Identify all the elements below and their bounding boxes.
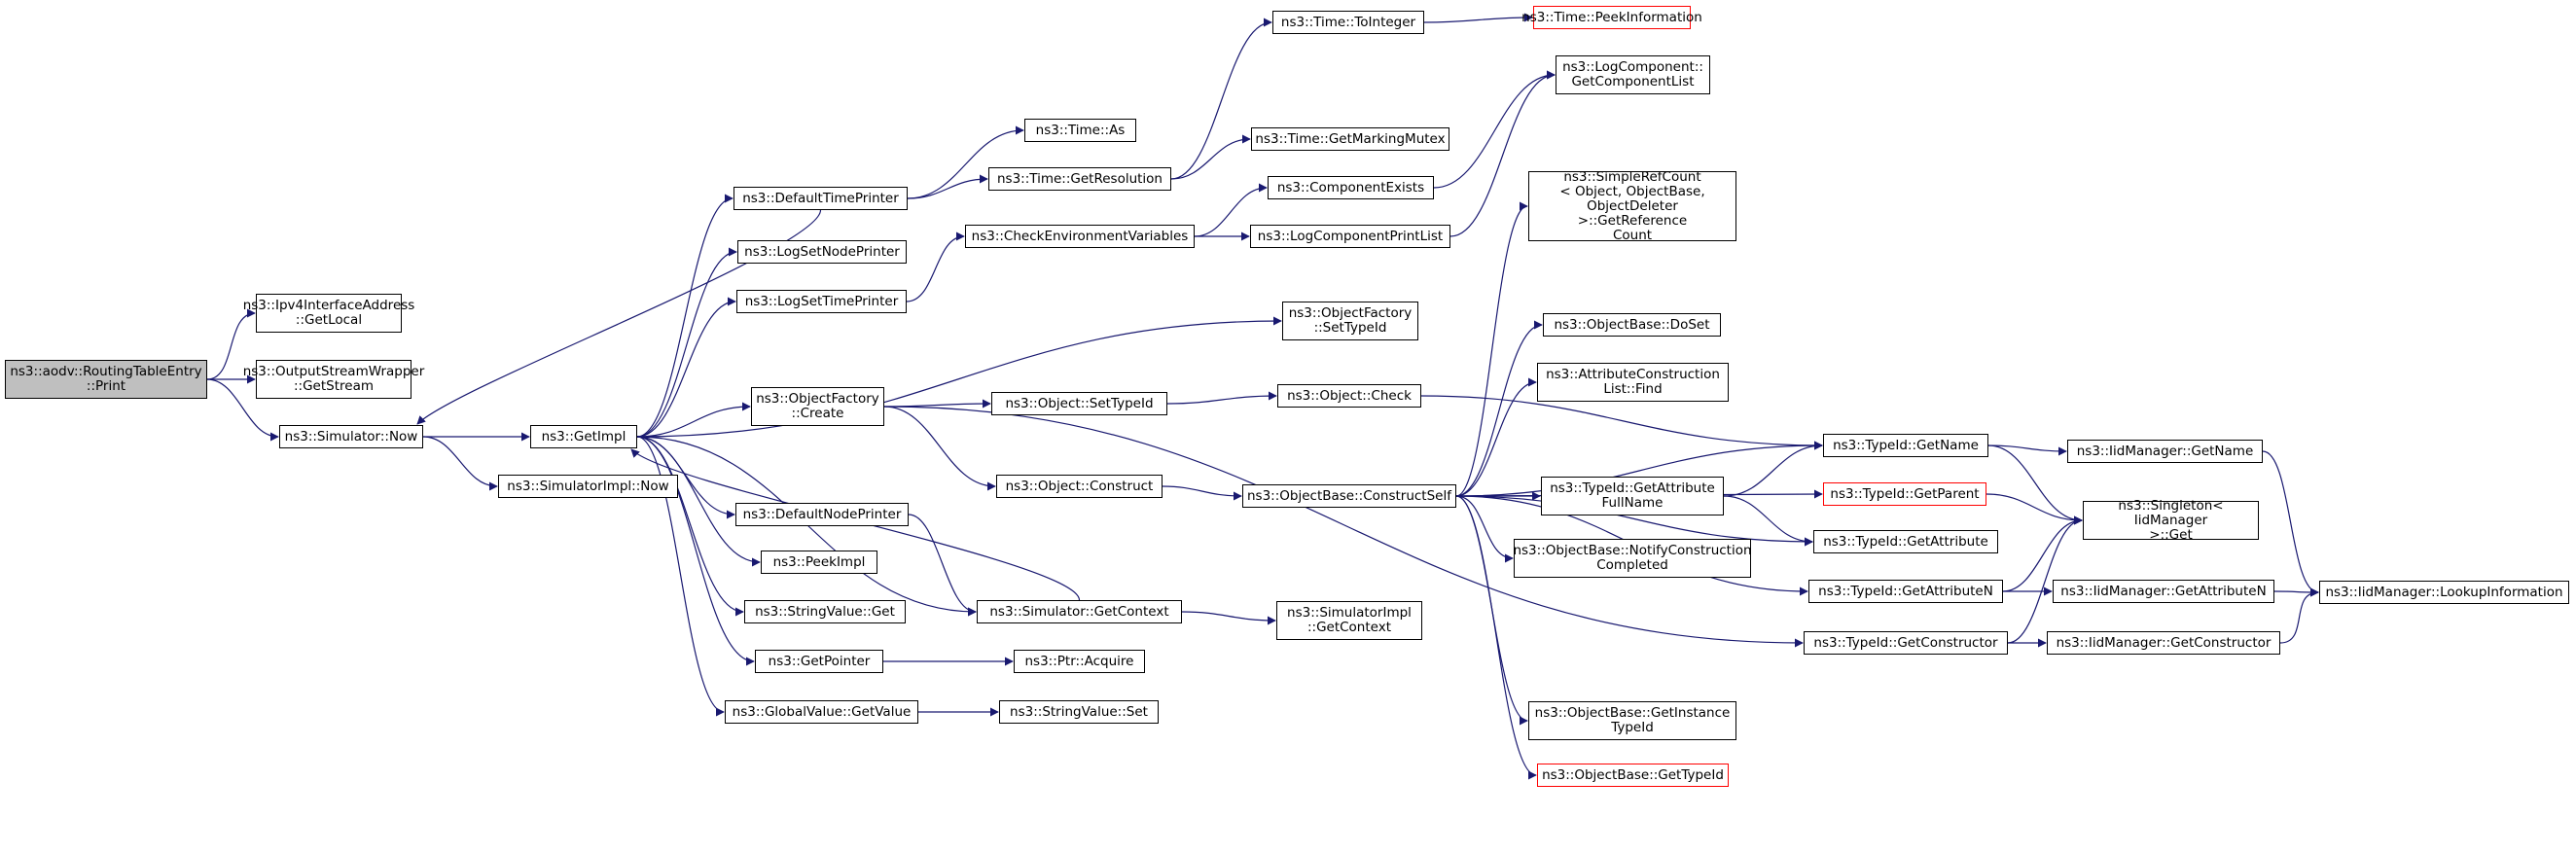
node-log-set-time-printer[interactable]: ns3::LogSetTimePrinter (736, 290, 907, 313)
edge-objbase_constructself-to-typeid_getname (1455, 441, 1823, 497)
node-default-time-printer[interactable]: ns3::DefaultTimePrinter (733, 187, 908, 210)
node-getpointer[interactable]: ns3::GetPointer (755, 650, 883, 673)
node-routing-table-entry-print: ns3::aodv::RoutingTableEntry ::Print (5, 360, 207, 399)
node-time-peekinformation[interactable]: ns3::Time::PeekInformation (1521, 6, 1702, 29)
edge-typeid_getname-to-singleton_get (1987, 444, 2083, 525)
node-time-as[interactable]: ns3::Time::As (1024, 119, 1136, 142)
node-iidmanager-getconstructor[interactable]: ns3::IidManager::GetConstructor (2047, 631, 2280, 655)
node-objectbase-constructself[interactable]: ns3::ObjectBase::ConstructSelf (1242, 484, 1456, 508)
node-objectbase-gettypeid[interactable]: ns3::ObjectBase::GetTypeId (1537, 764, 1729, 787)
node-log-component-print-list[interactable]: ns3::LogComponentPrintList (1250, 225, 1450, 248)
node-getimpl[interactable]: ns3::GetImpl (530, 425, 637, 448)
edge-objbase_constructself-to-attr_construction_list_find (1455, 377, 1537, 497)
node-typeid-getconstructor[interactable]: ns3::TypeId::GetConstructor (1804, 631, 2008, 655)
node-typeid-getname[interactable]: ns3::TypeId::GetName (1823, 434, 1988, 457)
edge-getimpl-to-objfactory_settypeid (636, 316, 1282, 438)
node-typeid-getparent[interactable]: ns3::TypeId::GetParent (1823, 482, 1986, 506)
edge-iidmanager_getconstructor-to-iidmanager_lookupinformation (2279, 587, 2319, 644)
edge-typeid_getconstructor-to-singleton_get (2007, 515, 2083, 644)
node-simulator-now[interactable]: ns3::Simulator::Now (279, 425, 423, 448)
edge-objbase_constructself-to-objbase_gettypeid (1455, 495, 1537, 780)
node-check-environment-variables[interactable]: ns3::CheckEnvironmentVariables (965, 225, 1195, 248)
node-object-construct[interactable]: ns3::Object::Construct (996, 475, 1163, 498)
edge-getimpl-to-log_set_node_printer (636, 247, 737, 438)
edge-getimpl-to-globalvalue_getvalue (636, 436, 725, 717)
node-time-getmarkingmutex[interactable]: ns3::Time::GetMarkingMutex (1251, 127, 1449, 151)
edge-time_getresolution-to-time_tointeger (1170, 18, 1272, 180)
edge-sim_getcontext-to-simimpl_getcontext (1181, 611, 1276, 625)
edge-getimpl-to-getpointer (636, 436, 755, 666)
node-globalvalue-getvalue[interactable]: ns3::GlobalValue::GetValue (725, 700, 918, 724)
node-singleton-iidmanager-get[interactable]: ns3::Singleton< IidManager >::Get (2083, 498, 2259, 542)
node-peekimpl[interactable]: ns3::PeekImpl (761, 551, 877, 574)
node-default-node-printer[interactable]: ns3::DefaultNodePrinter (735, 503, 909, 526)
node-typeid-getattributen[interactable]: ns3::TypeId::GetAttributeN (1808, 580, 2003, 603)
edge-time_getresolution-to-time_getmarkingmutex (1170, 134, 1251, 180)
edge-typeid_getattributefullname-to-typeid_getattribute (1723, 495, 1813, 547)
edge-object_construct-to-objbase_constructself (1162, 485, 1242, 501)
edge-objfactory_create-to-typeid_getconstructor (883, 406, 1804, 648)
edge-default_time_printer-to-time_as (907, 125, 1024, 199)
edge-print-to-sim_now (206, 378, 279, 442)
node-time-tointeger[interactable]: ns3::Time::ToInteger (1272, 11, 1424, 34)
node-simulator-getcontext[interactable]: ns3::Simulator::GetContext (977, 600, 1182, 623)
node-stringvalue-set[interactable]: ns3::StringValue::Set (999, 700, 1159, 724)
edge-getimpl-to-objfactory_create (636, 402, 751, 438)
edge-object_settypeid-to-object_check (1166, 391, 1277, 405)
node-typeid-getattributefullname[interactable]: ns3::TypeId::GetAttribute FullName (1541, 477, 1724, 515)
node-logcomponent-getcomponentlist[interactable]: ns3::LogComponent:: GetComponentList (1556, 55, 1710, 94)
edge-objbase_constructself-to-simplerefcount_getrefcount (1455, 201, 1528, 497)
edge-getimpl-to-log_set_time_printer (636, 297, 736, 438)
edge-iidmanager_getattributen-to-iidmanager_lookupinformation (2273, 587, 2319, 597)
node-objectbase-doset[interactable]: ns3::ObjectBase::DoSet (1543, 313, 1721, 337)
node-typeid-getattribute[interactable]: ns3::TypeId::GetAttribute (1813, 530, 1998, 553)
edge-objbase_constructself-to-objbase_notifyconstructioncompleted (1455, 495, 1514, 563)
node-iidmanager-getattributen[interactable]: ns3::IidManager::GetAttributeN (2053, 580, 2274, 603)
node-component-exists[interactable]: ns3::ComponentExists (1268, 176, 1434, 199)
edge-objfactory_create-to-object_construct (883, 406, 996, 491)
node-iidmanager-lookupinformation[interactable]: ns3::IidManager::LookupInformation (2319, 581, 2569, 604)
node-ipv4-interface-address-getlocal[interactable]: ns3::Ipv4InterfaceAddress ::GetLocal (243, 294, 414, 333)
edge-typeid_getname-to-iidmanager_getname (1987, 444, 2067, 456)
edge-component_exists-to-logcomponent_getlist (1433, 70, 1556, 189)
node-object-factory-create[interactable]: ns3::ObjectFactory ::Create (751, 387, 884, 426)
edge-getimpl-to-stringvalue_get (636, 436, 744, 617)
edge-print-to-ipv4_getlocal (206, 308, 256, 380)
edge-getimpl-to-default_time_printer (636, 194, 733, 438)
node-simplerefcount-getreferencecount[interactable]: ns3::SimpleRefCount < Object, ObjectBase… (1528, 169, 1736, 242)
edge-getimpl-to-peekimpl (636, 436, 761, 567)
node-objectbase-getinstancetypeid[interactable]: ns3::ObjectBase::GetInstance TypeId (1528, 701, 1736, 740)
node-objectbase-notifyconstructioncompleted[interactable]: ns3::ObjectBase::NotifyConstruction Comp… (1513, 539, 1752, 578)
edge-sim_now-to-simimpl_now (422, 436, 498, 491)
edge-log_component_print_list-to-logcomponent_getlist (1449, 70, 1556, 237)
edge-check_env_vars-to-component_exists (1194, 183, 1268, 237)
edge-default_node_printer-to-sim_getcontext (908, 514, 977, 617)
edge-iidmanager_getname-to-iidmanager_lookupinformation (2262, 450, 2319, 597)
edge-objbase_constructself-to-typeid_getattribute (1455, 495, 1813, 547)
node-log-set-node-printer[interactable]: ns3::LogSetNodePrinter (737, 240, 907, 264)
node-time-getresolution[interactable]: ns3::Time::GetResolution (988, 167, 1171, 191)
node-object-factory-settypeid[interactable]: ns3::ObjectFactory ::SetTypeId (1282, 302, 1418, 340)
node-simulatorimpl-now[interactable]: ns3::SimulatorImpl::Now (498, 475, 678, 498)
node-output-stream-wrapper-getstream[interactable]: ns3::OutputStreamWrapper ::GetStream (243, 360, 424, 399)
node-iidmanager-getname[interactable]: ns3::IidManager::GetName (2067, 440, 2263, 463)
edge-typeid_getattributen-to-singleton_get (2002, 515, 2083, 592)
edge-object_check-to-typeid_getname (1420, 395, 1823, 450)
node-object-check[interactable]: ns3::Object::Check (1277, 384, 1421, 408)
node-simulatorimpl-getcontext[interactable]: ns3::SimulatorImpl ::GetContext (1276, 601, 1422, 640)
edge-objbase_constructself-to-objbase_doset (1455, 320, 1543, 497)
edge-default_time_printer-to-sim_now (416, 209, 822, 425)
edge-log_set_time_printer-to-check_env_vars (906, 231, 965, 302)
node-ptr-acquire[interactable]: ns3::Ptr::Acquire (1014, 650, 1145, 673)
node-object-settypeid[interactable]: ns3::Object::SetTypeId (991, 392, 1167, 415)
edge-typeid_getparent-to-singleton_get (1986, 493, 2083, 525)
node-stringvalue-get[interactable]: ns3::StringValue::Get (744, 600, 906, 623)
edge-time_tointeger-to-time_peekinformation (1423, 13, 1533, 23)
edge-default_time_printer-to-time_getresolution (907, 174, 988, 199)
edge-typeid_getattributefullname-to-typeid_getname (1723, 441, 1823, 497)
node-attribute-construction-list-find[interactable]: ns3::AttributeConstruction List::Find (1537, 363, 1729, 402)
